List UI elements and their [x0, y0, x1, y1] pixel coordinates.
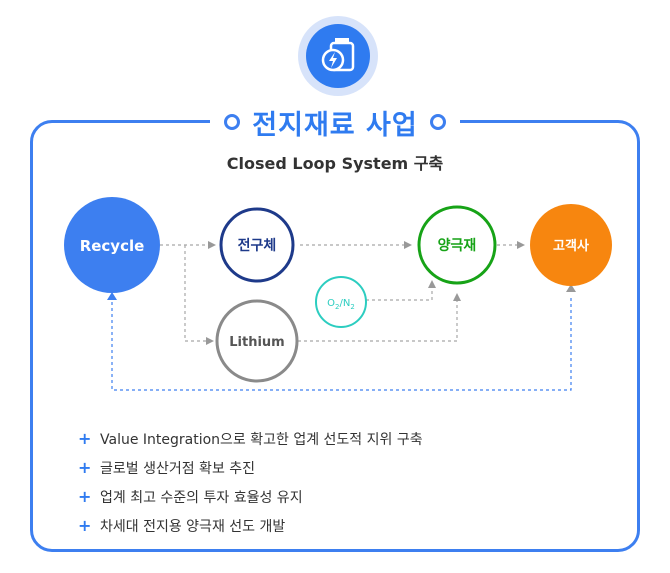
recycle-node	[64, 197, 160, 293]
battery-charge-icon	[306, 24, 370, 88]
lithium-node	[215, 299, 299, 383]
title-left-ring	[224, 114, 241, 130]
plus-icon: +	[78, 458, 92, 477]
o2n2-node	[315, 276, 367, 328]
list-item: +글로벌 생산거점 확보 추진	[78, 458, 256, 477]
arrow-to-recycle	[107, 292, 117, 300]
plus-icon: +	[78, 487, 92, 506]
cathode-label: 양극재	[438, 238, 477, 254]
list-item: +차세대 전지용 양극재 선도 개발	[78, 516, 286, 535]
edge-lithium-cathode	[298, 293, 461, 342]
list-item: +Value Integration으로 확고한 업계 선도적 지위 구축	[78, 429, 423, 448]
bullet-list: +Value Integration으로 확고한 업계 선도적 지위 구축 +글…	[78, 424, 423, 540]
precursor-label: 전구체	[238, 237, 277, 254]
cathode-node	[417, 205, 497, 285]
plus-icon: +	[78, 429, 92, 448]
edge-recycle-lithium	[184, 245, 214, 345]
arrow-to-customer	[566, 284, 576, 292]
recycle-label: Recycle	[80, 237, 145, 255]
customer-node	[530, 204, 612, 286]
plus-icon: +	[78, 516, 92, 535]
page-title: 전지재료 사업	[252, 109, 418, 141]
edge-o2n2-cathode	[366, 280, 436, 301]
customer-label: 고객사	[553, 238, 589, 254]
precursor-node	[219, 207, 295, 283]
page-subtitle: Closed Loop System 구축	[226, 154, 444, 173]
edge-customer-recycle	[111, 298, 572, 391]
title-bar: 전지재료 사업	[0, 102, 670, 142]
lithium-label: Lithium	[229, 335, 284, 350]
title-right-ring	[429, 114, 446, 130]
list-item: +업계 최고 수준의 투자 효율성 유지	[78, 487, 303, 506]
o2n2-label: O2/N2	[327, 298, 355, 311]
